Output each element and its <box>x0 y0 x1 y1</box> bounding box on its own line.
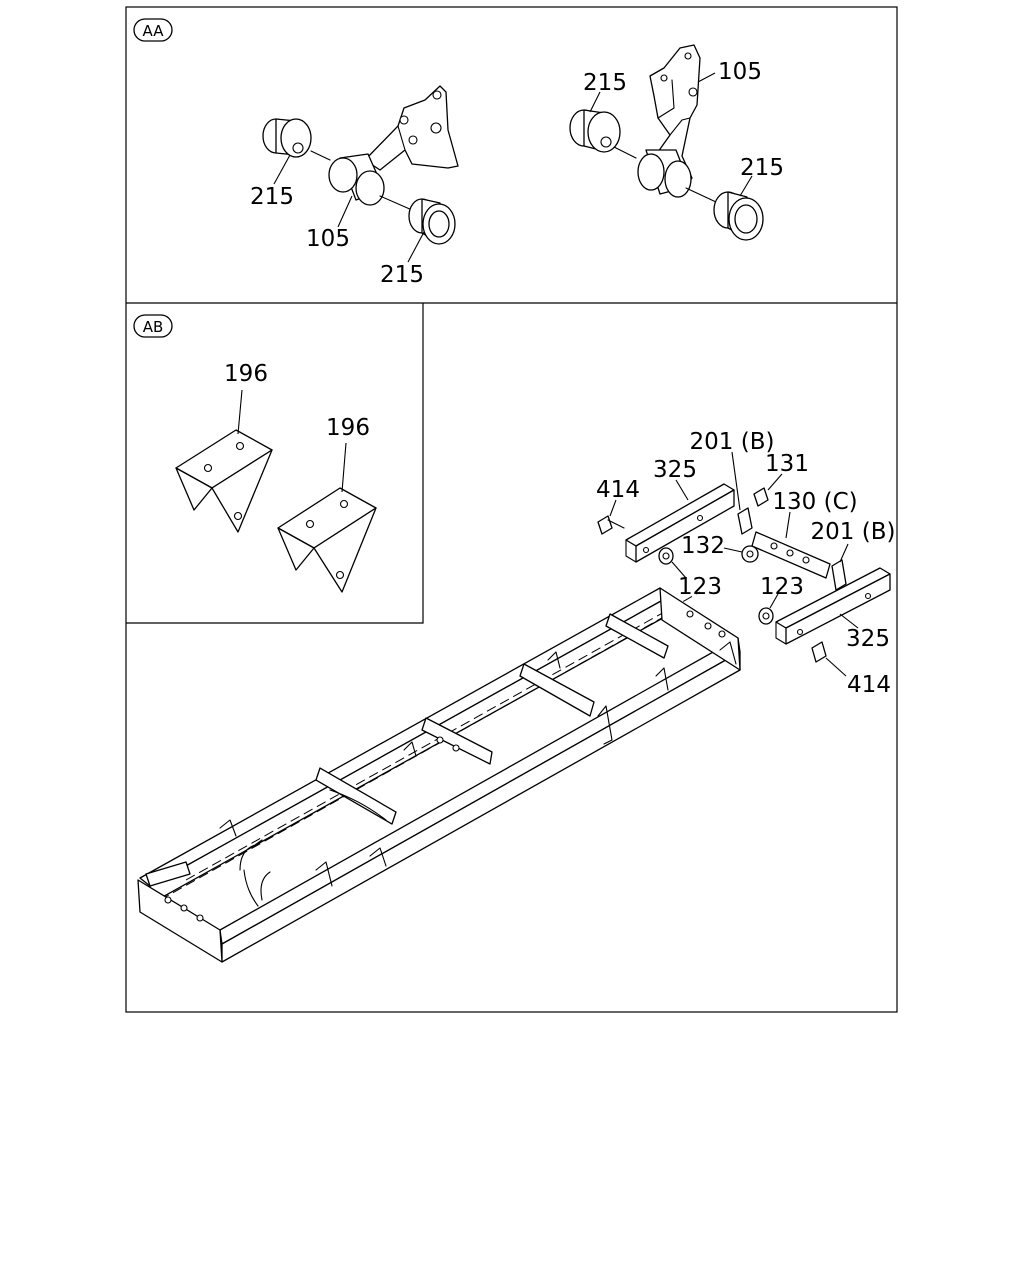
callout-105-right: 105 <box>718 59 762 85</box>
section-aa-tag: AA <box>133 18 173 42</box>
rail-325-right <box>775 567 891 645</box>
mounting-plate-196-right <box>277 487 377 593</box>
bushing-215-right-bottom <box>713 191 764 241</box>
callout-130c: 130 (C) <box>772 489 857 515</box>
callout-414-left: 414 <box>596 477 640 503</box>
section-ab-frame <box>126 303 424 624</box>
svg-text:AA: AA <box>143 22 165 40</box>
rail-325-left <box>625 483 735 563</box>
callout-123-left: 123 <box>678 574 722 600</box>
callout-325-left: 325 <box>653 457 697 483</box>
callout-215-left-bottom: 215 <box>380 262 424 288</box>
callout-414-right: 414 <box>847 672 891 698</box>
callout-201b-top: 201 (B) <box>690 429 775 455</box>
crossmember-130c <box>751 531 831 579</box>
bushing-215-left-bottom <box>408 198 456 245</box>
callout-215-right-top: 215 <box>583 70 627 96</box>
callout-196-right: 196 <box>326 415 370 441</box>
bracket-201b-top <box>737 507 753 535</box>
bolt-414-right <box>811 641 827 663</box>
section-ab-tag: AB <box>133 314 173 338</box>
right-spring-bracket <box>611 44 717 203</box>
section-aa: AA <box>133 18 784 288</box>
callout-196-left: 196 <box>224 361 268 387</box>
callout-105-left: 105 <box>306 226 350 252</box>
callout-123-right: 123 <box>760 574 804 600</box>
svg-text:AB: AB <box>143 318 164 336</box>
left-spring-bracket <box>310 85 459 211</box>
callout-131: 131 <box>765 451 809 477</box>
bushing-215-right-top <box>569 109 621 153</box>
callout-201b-right: 201 (B) <box>811 519 896 545</box>
callout-215-right-bottom: 215 <box>740 155 784 181</box>
bracket-201b-right <box>831 559 847 591</box>
mounting-plate-196-left <box>175 429 273 533</box>
nut-123-right <box>758 607 774 625</box>
callout-325-right: 325 <box>846 626 890 652</box>
bolt-414-left <box>597 515 625 535</box>
chassis-frame <box>137 587 741 963</box>
bolt-131 <box>753 487 769 507</box>
diagram-border <box>125 6 898 1013</box>
nut-132 <box>741 545 759 563</box>
section-ab: AB 196 196 <box>133 314 377 593</box>
callout-215-left-top: 215 <box>250 184 294 210</box>
callout-132: 132 <box>681 533 725 559</box>
bushing-215-left-top <box>262 118 312 158</box>
nut-123-left <box>658 547 674 565</box>
